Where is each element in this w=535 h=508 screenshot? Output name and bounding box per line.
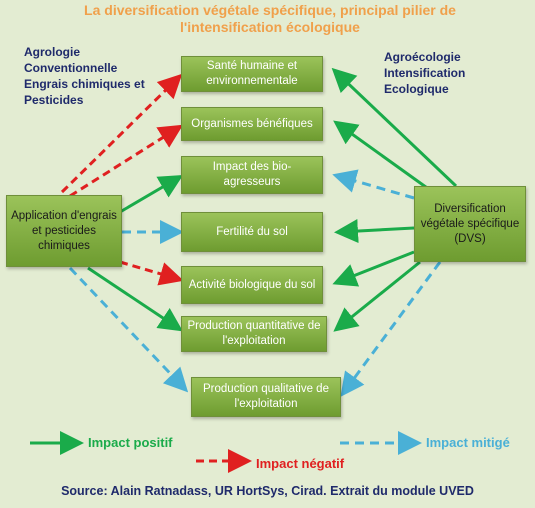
arrow-left-to-sante <box>60 73 183 194</box>
impact-box-fertilite: Fertilité du sol <box>181 212 323 252</box>
impact-box-qualitative: Production qualitative de l'exploitation <box>191 377 341 417</box>
arrow-left-to-activite <box>119 260 184 286</box>
arrow-right-to-organismes <box>333 120 431 192</box>
source-citation: Source: Alain Ratnadass, UR HortSys, Cir… <box>61 484 474 498</box>
legend-negative-label: Impact négatif <box>256 456 345 471</box>
right-approach-label: Agroécologie Intensification Ecologique <box>384 50 466 96</box>
legend-positive-label: Impact positif <box>88 435 173 450</box>
impact-box-sante: Santé humaine et environnementale <box>181 56 323 92</box>
impact-box-quantitative: Production quantitative de l'exploitatio… <box>181 316 327 352</box>
impact-box-organismes: Organismes bénéfiques <box>181 107 323 141</box>
dvs-box: Diversification végétale spécifique (DVS… <box>414 186 526 262</box>
arrow-left-to-qualitative <box>68 266 189 393</box>
impact-box-bioagresseurs: Impact des bio-agresseurs <box>181 156 323 194</box>
arrow-right-to-activite <box>332 250 415 287</box>
page-title: La diversification végétale spécifique, … <box>84 2 456 35</box>
arrow-left-to-quantitative <box>87 266 183 332</box>
arrow-right-to-qualitative <box>340 261 442 397</box>
impact-box-activite: Activité biologique du sol <box>181 266 323 304</box>
arrow-left-to-organismes <box>69 124 184 198</box>
chemical-application-box: Application d'engrais et pesticides chim… <box>6 195 122 267</box>
arrow-right-to-sante <box>331 67 458 188</box>
arrow-right-to-fertilite <box>334 219 415 244</box>
arrow-left-to-bioagresseurs <box>119 174 184 214</box>
legend-mixed-label: Impact mitigé <box>426 435 510 450</box>
arrow-right-to-bioagresseurs <box>332 169 415 200</box>
left-approach-label: Agrologie Conventionnelle Engrais chimiq… <box>24 45 145 107</box>
arrow-right-to-quantitative <box>333 260 421 332</box>
